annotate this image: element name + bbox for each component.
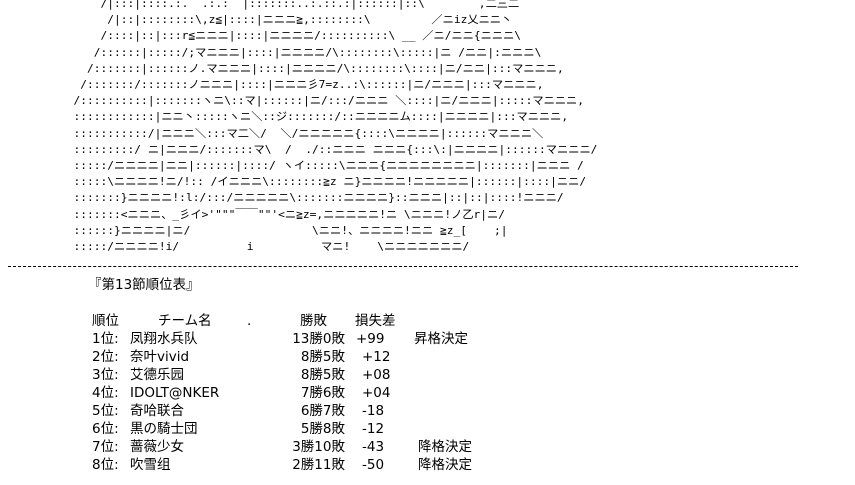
row-diff: -50	[362, 457, 385, 473]
header-dot: .	[247, 313, 252, 329]
row-team: 吹雪组	[130, 457, 171, 473]
row-rank: 3位:	[92, 367, 119, 383]
header-record: 勝敗	[300, 313, 327, 329]
header-diff: 損失差	[355, 313, 396, 329]
row-rank: 5位:	[92, 403, 119, 419]
row-record: 6勝7敗	[300, 403, 345, 419]
row-team: IDOLT@NKER	[130, 385, 220, 401]
row-diff: +12	[362, 349, 391, 365]
row-record: 5勝8敗	[300, 421, 345, 437]
row-team: 艾德乐园	[130, 367, 184, 383]
dashed-divider	[8, 266, 798, 267]
ascii-art-illustration: /|:::|::::.:. .:.: |:::::::..:.::.:|::::…	[73, 0, 598, 254]
row-diff: +08	[362, 367, 391, 383]
row-diff: -43	[362, 439, 385, 455]
row-record: 7勝6敗	[300, 385, 345, 401]
row-team: 奈叶vivid	[130, 349, 190, 365]
row-record: 3勝10敗	[292, 439, 345, 455]
row-record: 13勝0敗	[292, 331, 345, 347]
row-diff: -12	[362, 421, 385, 437]
row-rank: 1位:	[92, 331, 119, 347]
row-record: 2勝11敗	[292, 457, 345, 473]
row-diff: +99	[356, 331, 385, 347]
row-rank: 2位:	[92, 349, 119, 365]
row-team: 蔷薇少女	[130, 439, 184, 455]
row-rank: 4位:	[92, 385, 119, 401]
row-team: 凤翔水兵队	[130, 331, 198, 347]
row-rank: 8位:	[92, 457, 119, 473]
row-note: 昇格決定	[414, 331, 468, 347]
row-diff: -18	[362, 403, 385, 419]
header-team: チーム名	[158, 313, 212, 329]
row-team: 奇哈联合	[130, 403, 184, 419]
row-record: 8勝5敗	[300, 349, 345, 365]
ascii-art-text: /|:::|::::.:. .:.: |:::::::..:.::.:|::::…	[73, 0, 598, 254]
standings-title: 『第13節順位表』	[88, 277, 200, 293]
row-diff: +04	[362, 385, 391, 401]
row-rank: 6位:	[92, 421, 119, 437]
row-record: 8勝5敗	[300, 367, 345, 383]
row-note: 降格決定	[418, 439, 472, 455]
row-team: 黒の騎士団	[130, 421, 198, 437]
header-rank: 順位	[92, 313, 119, 329]
row-rank: 7位:	[92, 439, 119, 455]
row-note: 降格決定	[418, 457, 472, 473]
